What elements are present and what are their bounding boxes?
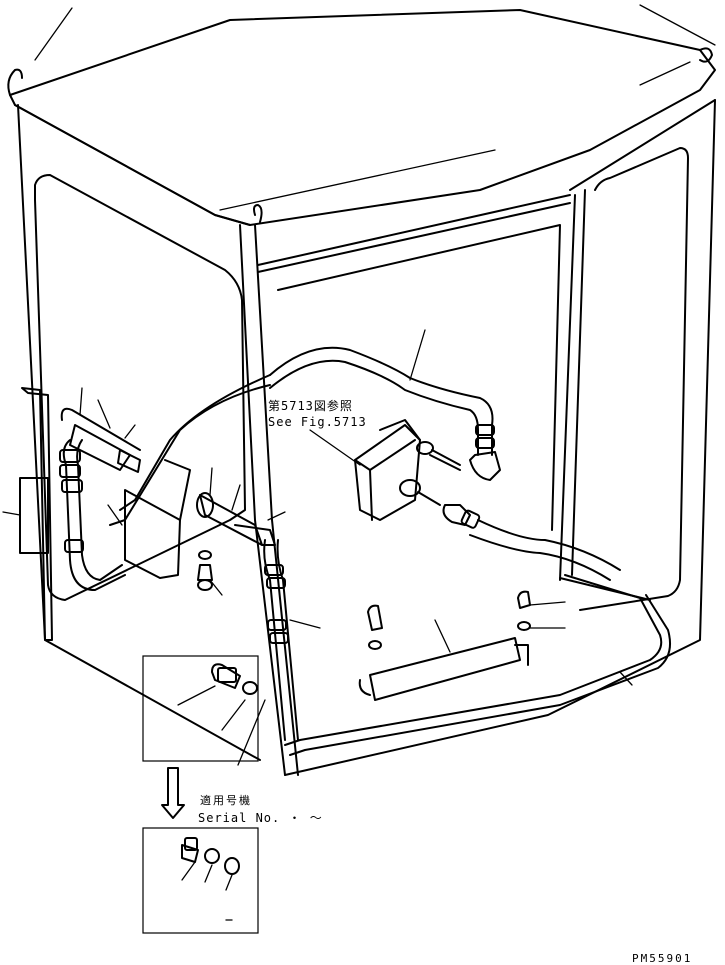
floor-frame (284, 574, 671, 756)
valve-block (309, 419, 461, 521)
right-window (277, 147, 689, 611)
left-window (34, 174, 246, 601)
upper-hose (269, 329, 501, 481)
pillar-hose (263, 539, 321, 741)
left-hose-assembly (59, 374, 271, 591)
left-door-handle (2, 387, 53, 641)
detail-box-new (142, 827, 259, 934)
cab-roof (7, 9, 716, 226)
arrow-down (161, 767, 185, 819)
detail-box-current (142, 655, 266, 766)
floor-step-bar (358, 590, 633, 701)
center-parts (196, 467, 286, 596)
serial-label-en: Serial No. ・ 〜 (198, 811, 323, 825)
reference-label-en: See Fig.5713 (268, 415, 367, 429)
serial-label-jp: 適用号機 (200, 793, 252, 807)
leader-lines (34, 4, 716, 211)
lower-hose (417, 491, 621, 581)
reference-label-jp: 第5713図参照 (268, 398, 353, 413)
cab-frame (17, 99, 716, 776)
drawing-code: PM55901 (632, 952, 692, 965)
